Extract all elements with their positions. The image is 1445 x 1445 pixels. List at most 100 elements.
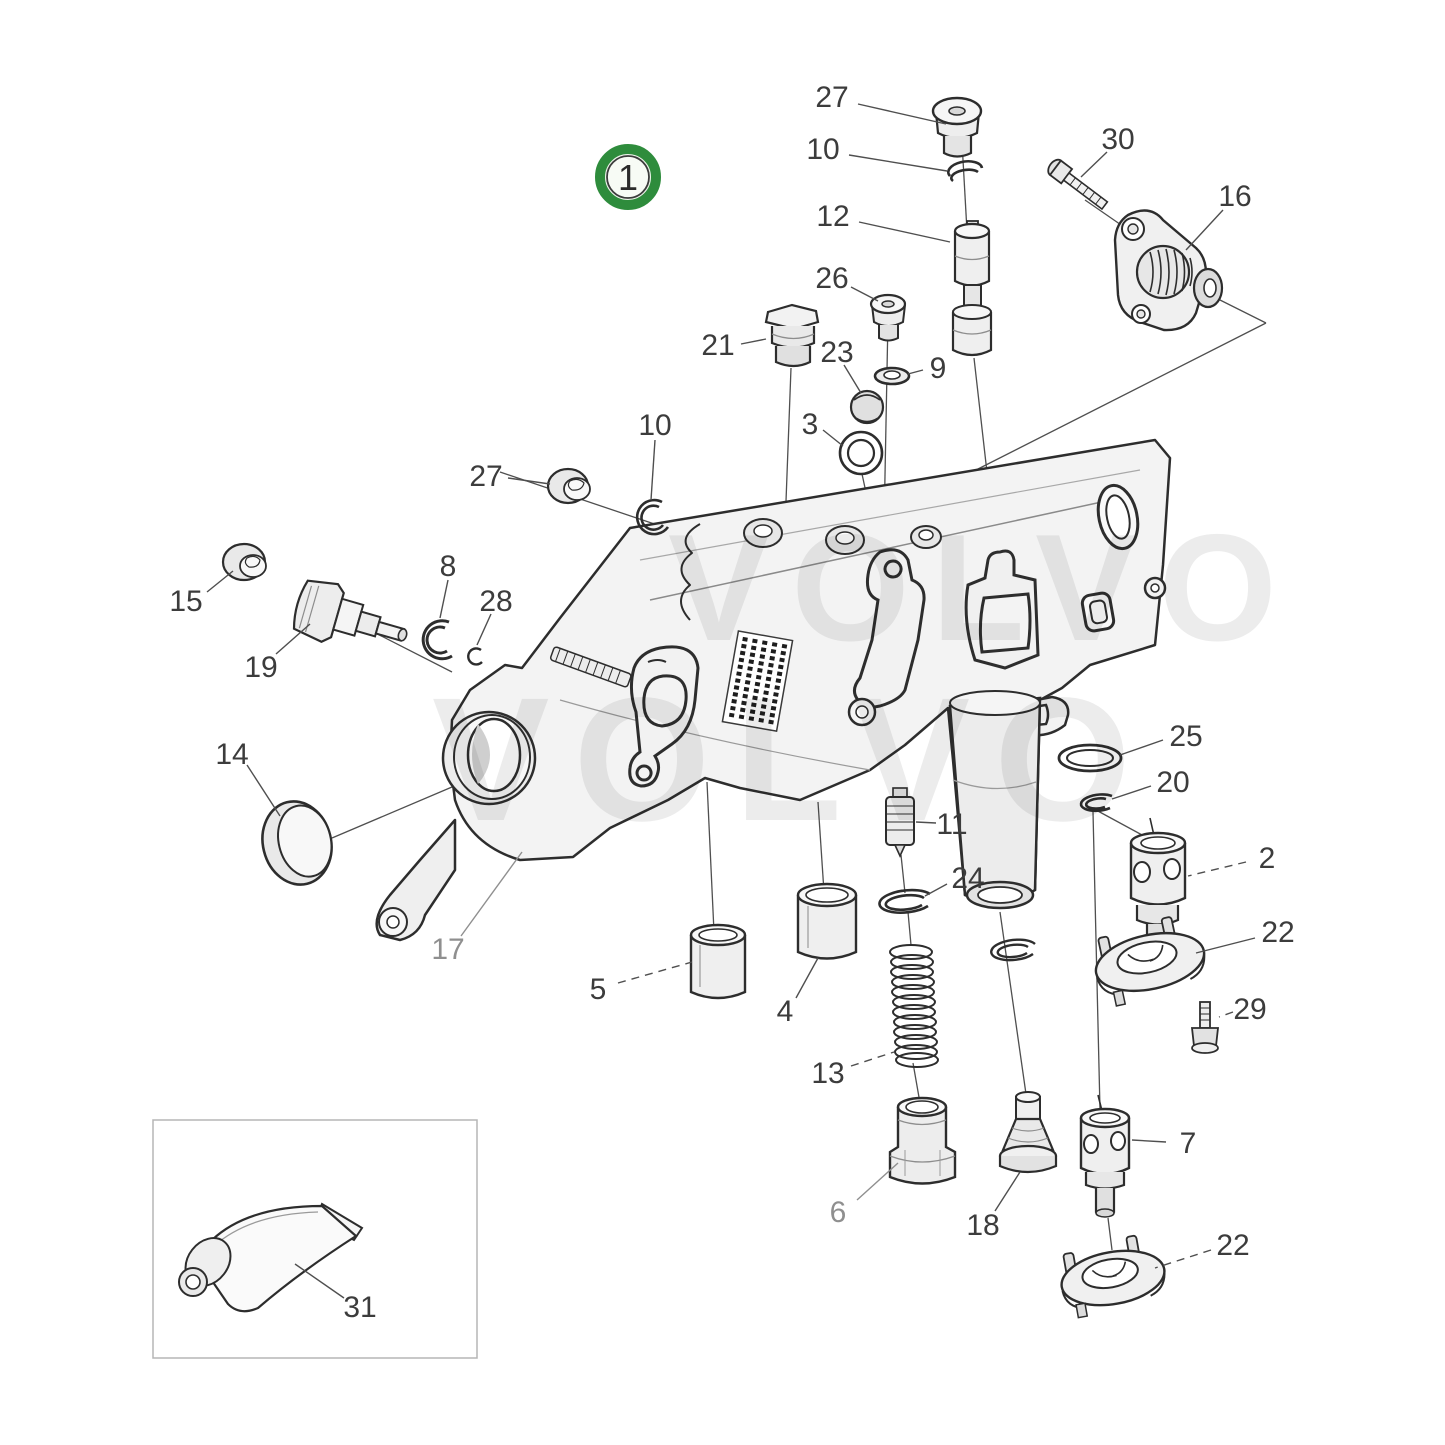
small-clip-28-icon <box>467 647 483 666</box>
leader-line-29-bolt <box>1218 1011 1234 1018</box>
inset-box <box>152 1119 478 1359</box>
callout-leader-lines <box>206 103 1256 1299</box>
callout-label-9-washer: 9 <box>930 352 947 385</box>
axis-line <box>706 781 715 933</box>
leader-line-13-spring <box>850 1051 895 1067</box>
leader-line-12-valve-piston <box>858 221 951 243</box>
callout-label-6-cup-bushing: 6 <box>830 1196 847 1229</box>
axis-line <box>912 1062 921 1104</box>
leader-line-10-snap-ring <box>650 439 656 501</box>
callout-label-2-relief-valve: 2 <box>1259 842 1276 875</box>
leader-line-26-small-cap <box>850 286 879 302</box>
axis-line <box>900 854 906 894</box>
leader-line-20-seal-ring <box>1111 785 1152 800</box>
pump-rotor-22-upper-icon <box>1094 916 1206 1007</box>
snap-ring-10-left-icon <box>635 498 670 536</box>
callout-label-15-plug: 15 <box>169 585 202 618</box>
axis-line <box>1092 811 1101 1111</box>
leader-line-18-cone-plug <box>994 1171 1021 1212</box>
callout-label-27-cap-plug: 27 <box>815 81 848 114</box>
callout-label-10-snap-ring: 10 <box>638 409 671 442</box>
cup-bushing-6-icon <box>888 1096 957 1185</box>
gasket-wishbone <box>847 548 926 727</box>
grommet-23-icon <box>849 389 885 425</box>
housing-barcode-label <box>721 630 794 733</box>
leader-line-14-cup-plug <box>246 764 281 817</box>
plug-15-icon <box>221 542 267 582</box>
snap-ring-10-top-icon <box>947 160 984 183</box>
callout-label-4-piston-cup: 4 <box>777 995 794 1028</box>
o-ring-mid-icon <box>990 938 1036 962</box>
housing-end-ports <box>1080 483 1140 633</box>
piston-cup-4-icon <box>796 882 858 960</box>
spring-13-icon <box>889 944 939 1068</box>
callout-label-10-snap-ring: 10 <box>806 133 839 166</box>
c-clip-8-icon <box>421 619 453 661</box>
callout-label-18-cone-plug: 18 <box>966 1209 999 1242</box>
leader-line-22-pump-rotor <box>1195 937 1256 954</box>
callout-label-16-thermostat: 16 <box>1218 180 1251 213</box>
cone-plug-18-icon <box>998 1091 1058 1174</box>
o-ring-3-icon <box>838 430 884 476</box>
callout-label-3-o-ring: 3 <box>802 408 819 441</box>
callout-label-13-spring: 13 <box>811 1057 844 1090</box>
callout-label-17-housing: 17 <box>431 933 464 966</box>
o-ring-24-icon <box>878 888 931 914</box>
pump-rotor-22-lower-icon <box>1060 1234 1166 1319</box>
sealant-tube-31-icon <box>178 1202 364 1313</box>
callout-label-31-sealant-tube: 31 <box>343 1291 376 1324</box>
callout-label-5-piston-cup: 5 <box>590 973 607 1006</box>
leader-line-23-grommet <box>843 364 862 394</box>
leader-line-11-solenoid-valve <box>915 821 937 824</box>
callout-label-21-hex-plug: 21 <box>701 329 734 362</box>
callout-label-20-seal-ring: 20 <box>1156 766 1189 799</box>
cup-plug-14-icon <box>261 800 333 886</box>
callout-label-14-cup-plug: 14 <box>215 738 248 771</box>
leader-line-31-sealant-tube <box>294 1263 345 1299</box>
callout-label-27-cap-plug: 27 <box>469 460 502 493</box>
axis-line <box>1095 809 1145 837</box>
axis-line <box>1107 1217 1113 1251</box>
callout-label-12-valve-piston: 12 <box>816 200 849 233</box>
leader-line-4-piston-cup <box>795 957 819 999</box>
leader-line-19-sensor <box>275 623 311 655</box>
callout-label-7-relief-valve: 7 <box>1180 1127 1197 1160</box>
seal-ring-20-icon <box>1079 793 1113 813</box>
cap-plug-27-left-icon <box>546 467 591 505</box>
relief-valve-7-icon <box>1079 1094 1131 1218</box>
axis-line <box>817 801 825 893</box>
leader-line-22-pump-rotor <box>1154 1249 1212 1269</box>
axis-line <box>331 786 453 839</box>
housing-funnel-port <box>441 710 537 806</box>
callout-label-22-pump-rotor: 22 <box>1216 1229 1249 1262</box>
piston-cup-5-icon <box>689 923 747 1000</box>
leader-line-7-relief-valve <box>1131 1139 1167 1143</box>
callout-label-29-bolt: 29 <box>1233 993 1266 1026</box>
callout-label-28-small-clip: 28 <box>479 585 512 618</box>
item-1-badge: 1 <box>595 144 661 210</box>
callout-label-23-grommet: 23 <box>820 336 853 369</box>
leader-line-30-bolt <box>1080 151 1108 178</box>
callout-label-26-small-cap: 26 <box>815 262 848 295</box>
housing-tube <box>948 690 1042 910</box>
axis-line <box>975 322 1267 471</box>
leader-line-25-o-ring <box>1119 739 1164 756</box>
callout-label-25-o-ring: 25 <box>1169 720 1202 753</box>
callout-label-11-solenoid-valve: 11 <box>936 808 967 841</box>
bolt-29-icon <box>1190 1001 1220 1054</box>
badge-number: 1 <box>618 157 638 198</box>
gasket-left <box>628 645 700 788</box>
leader-line-16-thermostat <box>1185 209 1224 251</box>
leader-line-5-piston-cup <box>617 961 693 984</box>
cap-plug-27-top-icon <box>931 96 983 158</box>
hex-plug-21-icon <box>764 303 820 368</box>
leader-line-9-washer <box>907 369 924 375</box>
callout-label-24-o-ring: 24 <box>951 862 984 895</box>
leader-line-21-hex-plug <box>740 338 767 345</box>
callout-label-8-c-clip: 8 <box>440 550 457 583</box>
housing-bolt-bosses <box>743 518 942 555</box>
leader-line-6-cup-bushing <box>856 1162 899 1201</box>
leader-line-3-o-ring <box>822 429 844 447</box>
